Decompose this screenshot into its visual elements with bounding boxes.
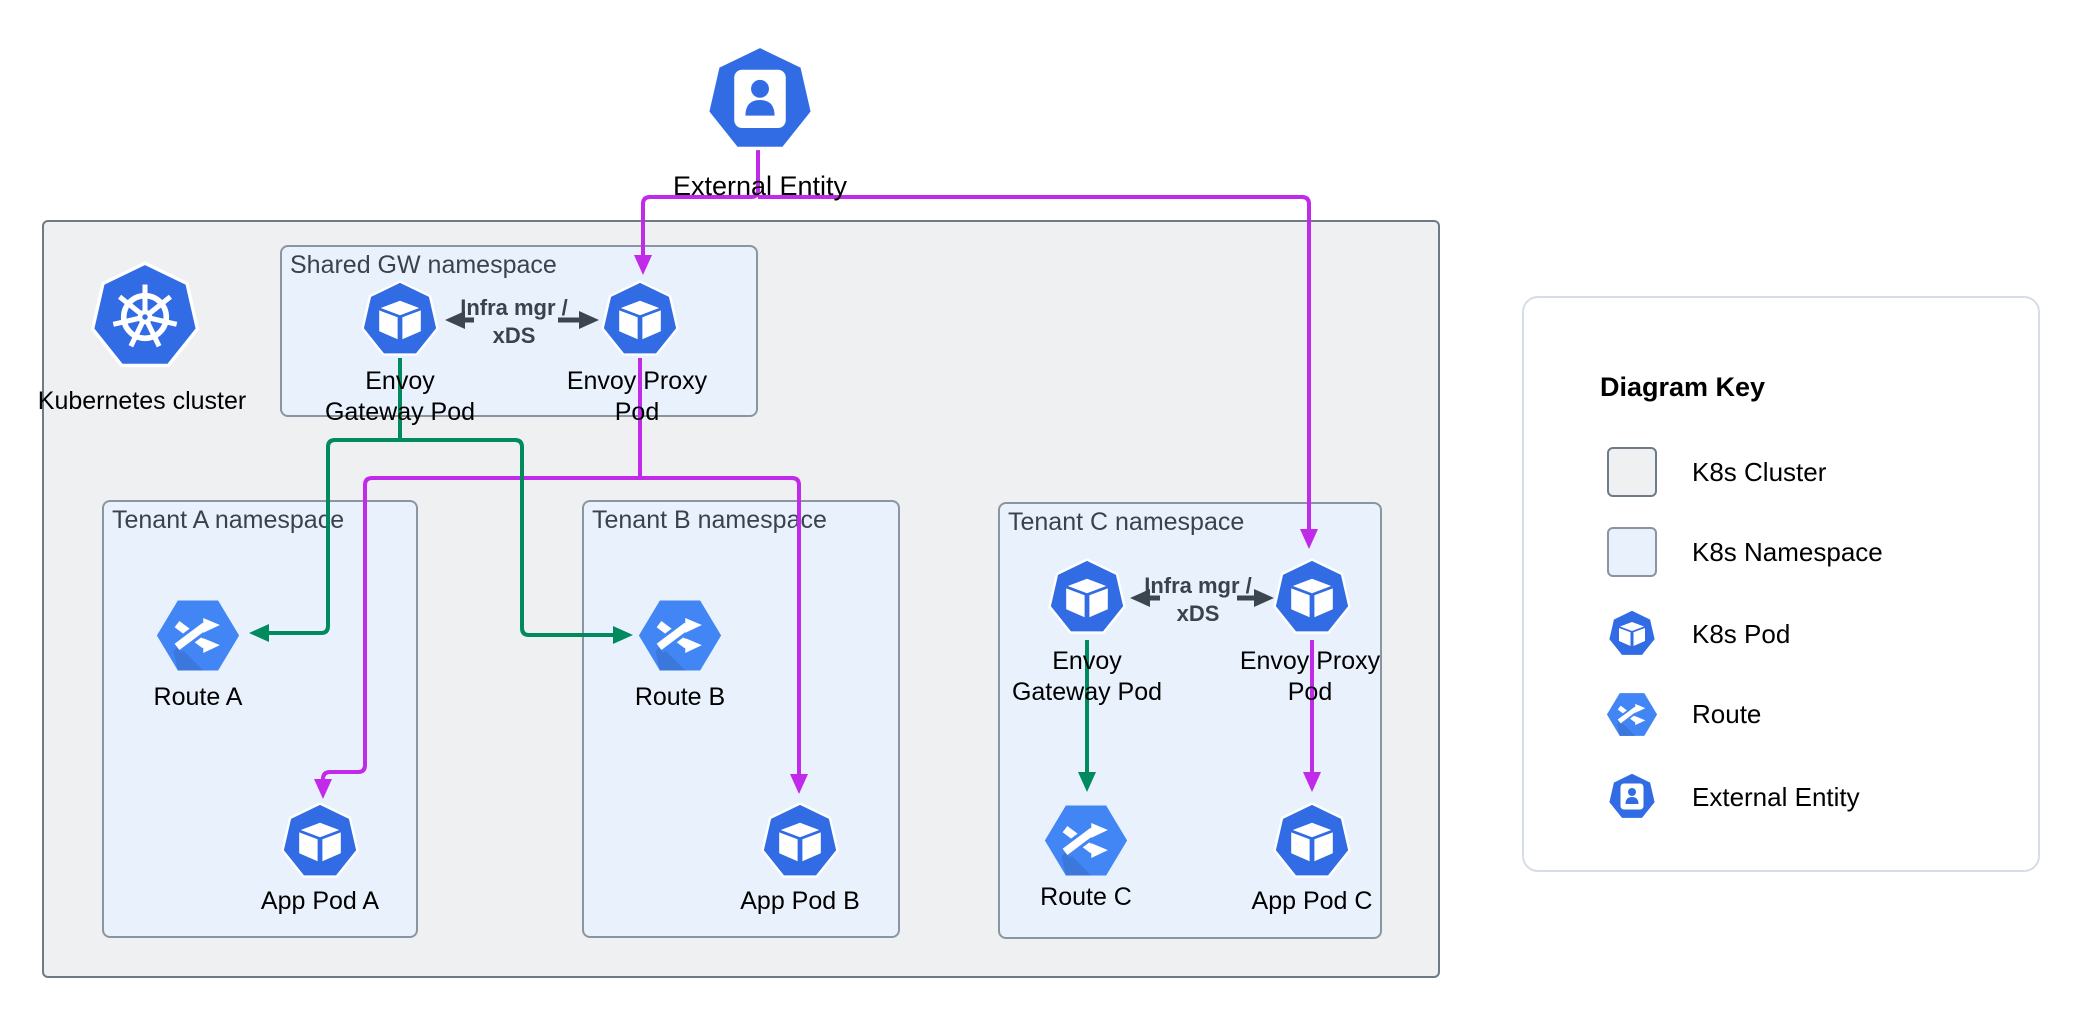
key-label: K8s Pod xyxy=(1692,618,1791,649)
key-row-route: Route xyxy=(1607,689,1761,739)
k8s-pod-icon xyxy=(1607,609,1657,659)
tenant-b-namespace-title: Tenant B namespace xyxy=(592,506,827,534)
external-entity-icon xyxy=(705,44,815,151)
key-label: External Entity xyxy=(1692,781,1860,812)
k8s-namespace-swatch-icon xyxy=(1607,527,1657,577)
tenant-a-namespace-box: Tenant A namespace xyxy=(102,500,418,938)
key-row-k8s-namespace: K8s Namespace xyxy=(1607,527,1883,577)
key-label: K8s Namespace xyxy=(1692,536,1883,567)
shared-xds-link-label: Infra mgr / xDS xyxy=(460,295,568,348)
route-b-label: Route B xyxy=(634,683,726,711)
tenant-c-namespace-title: Tenant C namespace xyxy=(1008,508,1245,536)
tenant-a-namespace-title: Tenant A namespace xyxy=(112,506,345,534)
diagram-key-panel xyxy=(1522,296,2040,872)
key-row-k8s-cluster: K8s Cluster xyxy=(1607,447,1826,497)
tenant-b-namespace-box: Tenant B namespace xyxy=(582,500,900,938)
route-a-label: Route A xyxy=(153,683,243,711)
tenant-c-namespace-box: Tenant C namespace xyxy=(998,502,1382,939)
external-entity-icon xyxy=(1607,772,1657,822)
key-row-external-entity: External Entity xyxy=(1607,772,1860,822)
app-pod-a-label: App Pod A xyxy=(260,887,380,915)
key-label: Route xyxy=(1692,698,1762,729)
shared-gw-namespace-box: Shared GW namespace xyxy=(280,245,758,417)
key-label: K8s Cluster xyxy=(1692,456,1827,487)
app-pod-b-label: App Pod B xyxy=(740,887,860,915)
tenant-c-envoy-gateway-pod-label: Envoy Gateway Pod xyxy=(1011,647,1163,706)
tenant-c-envoy-proxy-pod-label: Envoy Proxy Pod xyxy=(1239,647,1381,706)
shared-envoy-proxy-pod-label: Envoy Proxy Pod xyxy=(566,367,708,426)
route-icon xyxy=(1607,689,1657,739)
diagram-key-title: Diagram Key xyxy=(1600,372,1766,402)
route-c-label: Route C xyxy=(1040,883,1132,911)
shared-envoy-gateway-pod-label: Envoy Gateway Pod xyxy=(324,367,476,426)
app-pod-c-label: App Pod C xyxy=(1251,887,1373,915)
shared-gw-namespace-title: Shared GW namespace xyxy=(290,251,557,279)
tenant-c-xds-link-label: Infra mgr / xDS xyxy=(1144,573,1252,626)
key-row-k8s-pod: K8s Pod xyxy=(1607,609,1790,659)
k8s-cluster-swatch-icon xyxy=(1607,447,1657,497)
kubernetes-cluster-label: Kubernetes cluster xyxy=(37,387,247,415)
external-entity-label: External Entity xyxy=(672,171,848,201)
